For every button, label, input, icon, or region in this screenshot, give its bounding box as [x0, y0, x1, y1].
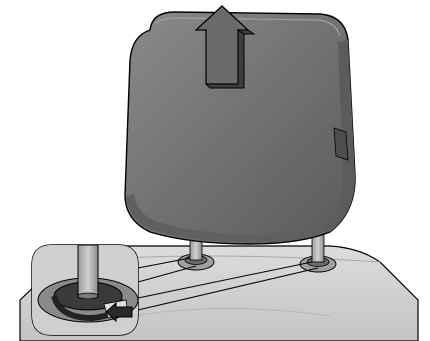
- zoom-inset: [32, 245, 138, 335]
